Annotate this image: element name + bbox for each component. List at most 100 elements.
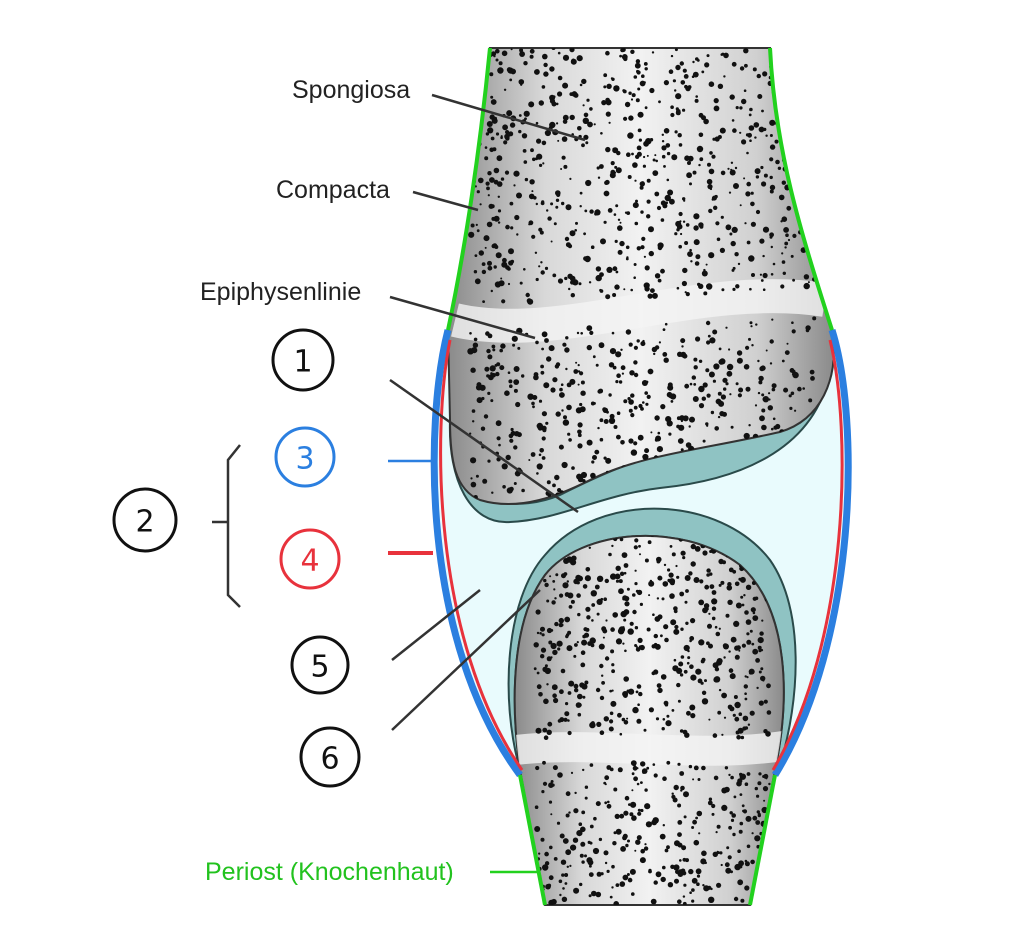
bone-pore [656, 597, 660, 600]
bone-pore [693, 213, 700, 220]
bone-pore [560, 859, 567, 865]
bone-pore [571, 91, 578, 97]
bone-pore [523, 61, 528, 66]
bone-pore [739, 576, 746, 583]
bone-pore [662, 581, 669, 587]
bone-pore [698, 403, 705, 409]
bone-pore [555, 198, 560, 202]
bone-pore [548, 875, 554, 881]
bone-pore [497, 195, 500, 198]
bone-pore [676, 424, 680, 429]
bone-pore [738, 387, 744, 393]
bone-pore [580, 380, 585, 385]
bone-pore [763, 127, 767, 132]
bone-pore [811, 48, 816, 51]
bone-pore [529, 48, 535, 54]
bone-pore [671, 552, 676, 557]
bone-pore [729, 811, 733, 815]
bone-pore [549, 98, 556, 104]
bone-pore [642, 770, 646, 774]
bone-pore [669, 198, 675, 205]
bone-pore [496, 436, 501, 441]
bone-pore [751, 642, 755, 646]
bone-pore [733, 795, 737, 799]
bone-pore [529, 54, 534, 59]
bone-pore [671, 792, 674, 795]
bone-pore [623, 399, 628, 404]
bone-pore [605, 146, 611, 153]
bone-pore [634, 569, 637, 572]
bone-pore [679, 673, 684, 677]
bone-pore [592, 355, 596, 359]
bone-pore [746, 639, 752, 645]
bone-pore [706, 573, 710, 577]
bone-pore [711, 154, 716, 159]
bone-pore [508, 248, 514, 255]
bone-pore [712, 851, 718, 857]
bone-pore [759, 273, 763, 276]
bone-pore [748, 337, 751, 341]
bone-pore [495, 132, 500, 136]
bone-pore [487, 171, 492, 176]
bone-pore [689, 664, 694, 669]
bone-pore [474, 254, 478, 257]
bone-pore [598, 342, 605, 349]
bone-pore [684, 241, 689, 245]
bone-pore [555, 362, 561, 367]
bone-pore [693, 357, 698, 362]
bone-pore [615, 579, 620, 583]
bone-pore [646, 154, 649, 157]
bone-pore [811, 156, 818, 163]
bone-pore [514, 214, 520, 221]
bone-pore [586, 344, 592, 351]
bone-pore [792, 371, 799, 379]
bone-pore [726, 370, 733, 377]
bone-pore [782, 271, 786, 275]
bone-pore [575, 702, 582, 708]
bone-pore [540, 370, 545, 375]
bone-pore [809, 75, 812, 78]
bone-pore [788, 122, 791, 125]
bone-pore [709, 337, 716, 344]
bone-pore [575, 361, 578, 364]
bone-pore [750, 859, 755, 865]
bone-pore [657, 431, 661, 435]
bone-pore [603, 419, 609, 424]
bone-pore [544, 266, 549, 270]
bone-pore [693, 225, 699, 231]
bone-pore [581, 810, 586, 815]
bone-pore [551, 600, 556, 605]
bone-pore [631, 815, 637, 821]
bone-pore [551, 783, 555, 787]
bone-pore [707, 623, 712, 629]
bone-pore [769, 119, 776, 126]
bone-pore [598, 837, 603, 842]
bone-pore [631, 772, 635, 776]
bone-pore [654, 415, 660, 421]
bone-pore [596, 612, 600, 616]
bone-pore [660, 268, 665, 274]
bone-pore [473, 270, 478, 274]
bone-pore [565, 849, 572, 856]
bone-pore [666, 151, 671, 156]
bone-pore [620, 48, 625, 53]
bone-pore [489, 177, 495, 183]
bone-pore [484, 146, 488, 149]
bone-pore [754, 786, 758, 791]
bone-pore [503, 88, 507, 92]
bone-pore [677, 133, 682, 138]
bone-pore [657, 278, 662, 283]
bone-pore [490, 399, 494, 403]
bone-pore [549, 66, 555, 72]
bone-pore [536, 631, 540, 635]
bone-pore [766, 710, 772, 715]
bone-pore [801, 208, 805, 213]
bone-pore [701, 765, 706, 771]
bone-pore [663, 165, 666, 168]
bone-pore [623, 693, 628, 698]
bone-pore [633, 405, 638, 410]
bone-pore [703, 268, 706, 272]
bone-pore [590, 590, 597, 597]
bone-pore [624, 649, 627, 653]
bone-pore [542, 781, 548, 786]
